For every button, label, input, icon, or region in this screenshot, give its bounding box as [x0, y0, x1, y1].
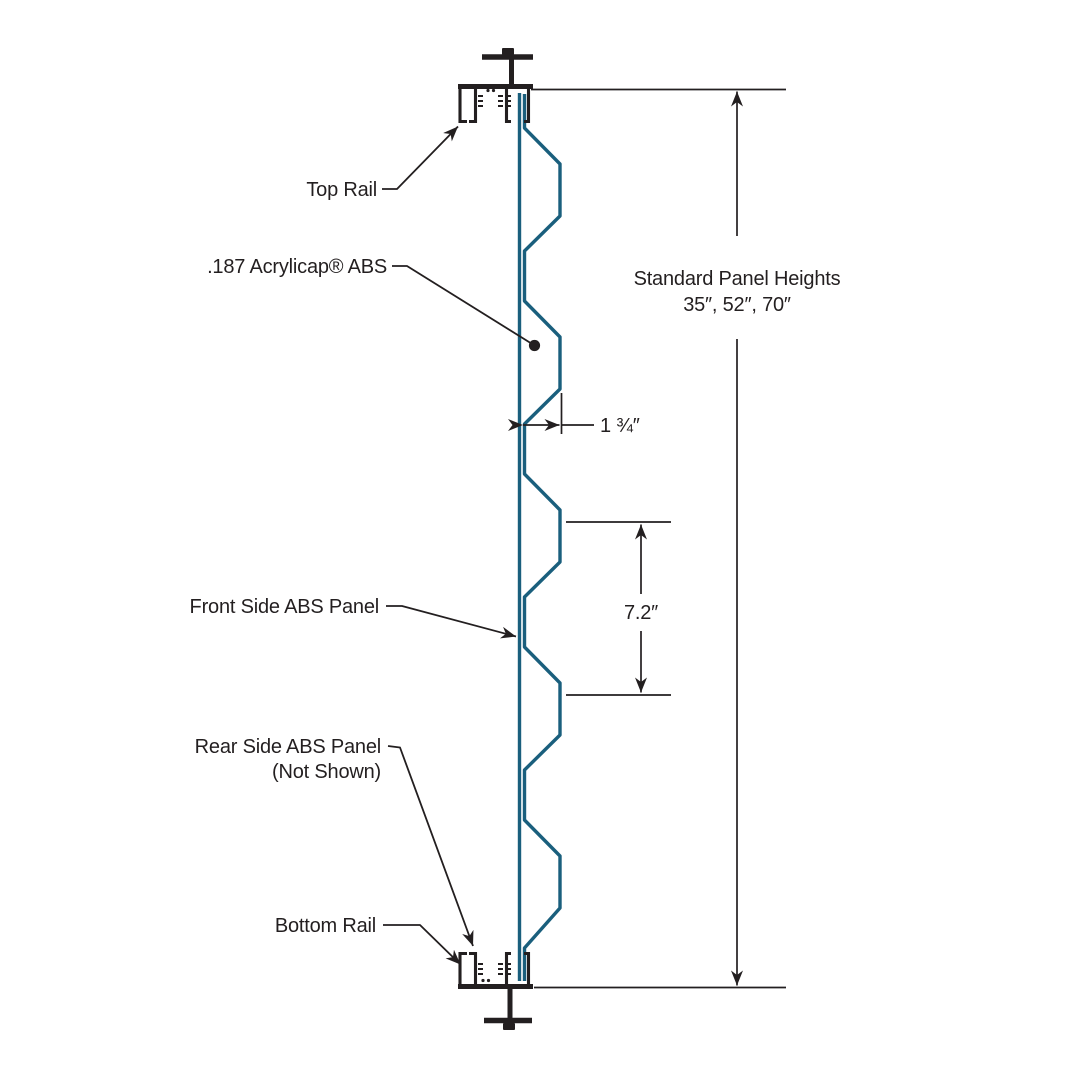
bottom-rail-dot: [486, 978, 491, 983]
top-rail-dot: [491, 88, 496, 93]
depth-value-text: 1 ¾″: [600, 415, 640, 437]
front-panel-label: Front Side ABS Panel: [190, 596, 379, 618]
acrylicap-label: .187 Acrylicap® ABS: [207, 256, 387, 278]
panel-height-dimension: Standard Panel Heights 35″, 52″, 70″: [531, 88, 841, 989]
bottom-rail-left-inner-wall: [469, 951, 478, 985]
top-rail-left-outer-wall: [458, 88, 467, 124]
top-rail-leader: [382, 125, 459, 190]
panel-heights-text-line2: 35″, 52″, 70″: [683, 294, 791, 316]
rear-panel-leader: [387, 745, 474, 947]
top-rail-right-slot-right-wall: [524, 88, 531, 124]
bottom-rail-right-slot-right-wall: [524, 951, 531, 985]
bottom-rail-dot: [481, 978, 485, 983]
corrugation-pitch-dimension: 7.2″: [566, 521, 671, 696]
abs-panel: [517, 93, 562, 981]
front-panel-leader: [386, 605, 517, 639]
bottom-rail-leader: [383, 924, 462, 966]
acrylicap-leader: [392, 265, 534, 346]
top-rail-label: Top Rail: [306, 179, 377, 201]
bottom-rail-grip-teeth: [478, 963, 511, 975]
pitch-value-text: 7.2″: [624, 602, 658, 624]
top-rail-grip-teeth: [478, 95, 511, 107]
bottom-rail-label: Bottom Rail: [275, 915, 376, 937]
top-rail-right-slot-left-wall: [504, 88, 511, 124]
rear-panel-label-line2: (Not Shown): [272, 761, 381, 783]
bottom-rail-right-slot-left-wall: [504, 951, 511, 985]
top-rail: [458, 48, 533, 124]
bottom-rail-foot-clip: [503, 1023, 515, 1030]
panel-corrugation-line: [522, 94, 562, 981]
bottom-rail: [458, 951, 533, 1030]
top-rail-dot: [486, 88, 490, 93]
rear-panel-label-line1: Rear Side ABS Panel: [195, 736, 381, 758]
acrylicap-leader-dot: [528, 339, 541, 352]
corrugation-depth-dimension: 1 ¾″: [508, 393, 640, 437]
callouts: Top Rail .187 Acrylicap® ABS Front Side …: [190, 125, 541, 966]
bottom-rail-left-outer-wall: [458, 951, 467, 985]
top-rail-left-inner-wall: [469, 88, 478, 124]
panel-heights-text-line1: Standard Panel Heights: [634, 268, 841, 290]
top-rail-cap-clip: [502, 48, 514, 55]
